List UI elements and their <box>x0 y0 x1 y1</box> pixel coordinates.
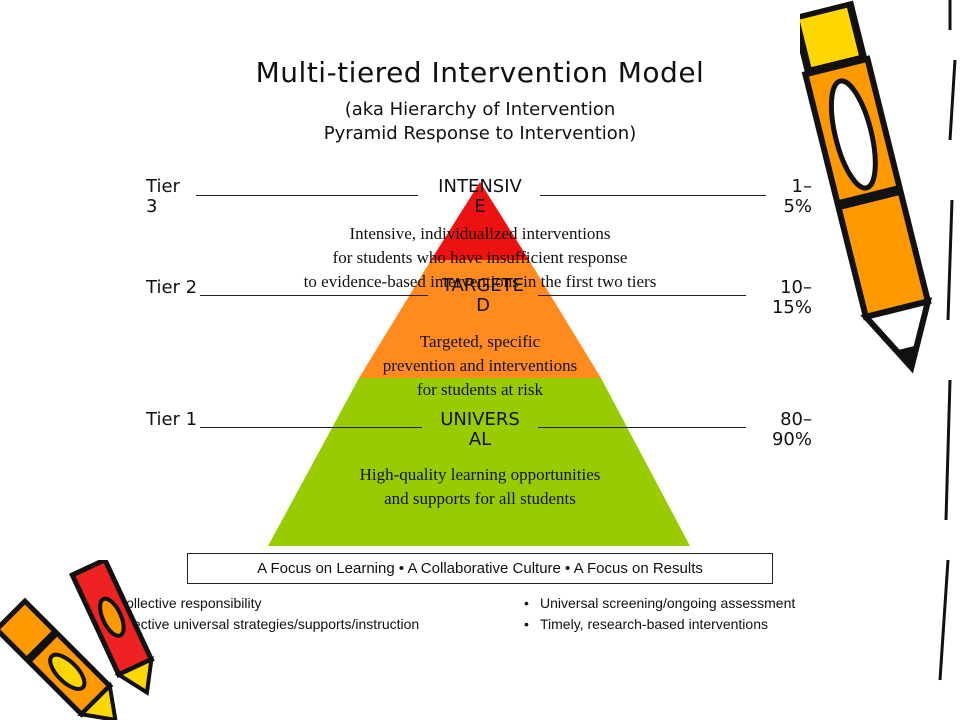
tier-3-label: Tier 3 <box>146 176 180 217</box>
tier-1-description: High-quality learning opportunities and … <box>359 465 601 508</box>
list-item: •Timely, research-based interventions <box>524 614 795 635</box>
tier-3-description: Intensive, individualized interventions … <box>303 224 657 291</box>
tier-3-rule-left <box>196 195 418 196</box>
tier-3-percent: 1– 5% <box>783 176 812 217</box>
tier-2-description: Targeted, specific prevention and interv… <box>382 332 578 399</box>
tier-1-level-name: UNIVERS AL <box>440 409 520 450</box>
tier-1-percent: 80– 90% <box>771 409 812 450</box>
tier-1-label: Tier 1 <box>146 409 198 430</box>
bullet-icon: • <box>524 616 529 632</box>
tier-2-rule-right <box>538 295 746 296</box>
tier-2-label: Tier 2 <box>146 277 198 298</box>
pyramid-tier-3-segment <box>431 182 529 260</box>
focus-banner: A Focus on Learning • A Collaborative Cu… <box>187 553 773 584</box>
pyramid-tier-2-segment <box>359 260 601 378</box>
pencil-icon <box>800 0 957 681</box>
subtitle-line-2: Pyramid Response to Intervention) <box>323 123 637 144</box>
tier-1-rule-right <box>538 427 746 428</box>
tier-3-level-name: INTENSIV E <box>438 176 522 217</box>
pyramid-tier-1-segment <box>268 378 690 546</box>
bullet-list-right: •Universal screening/ongoing assessment … <box>524 593 795 635</box>
tier-2-level-name: TARGETE D <box>441 275 525 316</box>
tier-1-rule-left <box>200 427 422 428</box>
list-item: •Universal screening/ongoing assessment <box>524 593 795 614</box>
page-title: Multi-tiered Intervention Model <box>255 56 705 89</box>
bullet-icon: • <box>524 595 529 611</box>
tier-2-percent: 10– 15% <box>771 277 812 318</box>
tier-3-rule-right <box>540 195 766 196</box>
subtitle-line-1: (aka Hierarchy of Intervention <box>344 99 616 120</box>
tier-2-rule-left <box>200 295 428 296</box>
crayon-icon <box>0 560 155 720</box>
subtitle: (aka Hierarchy of Intervention Pyramid R… <box>0 98 960 146</box>
bullet-list-left: •Collective responsibility •Effective un… <box>100 593 419 635</box>
